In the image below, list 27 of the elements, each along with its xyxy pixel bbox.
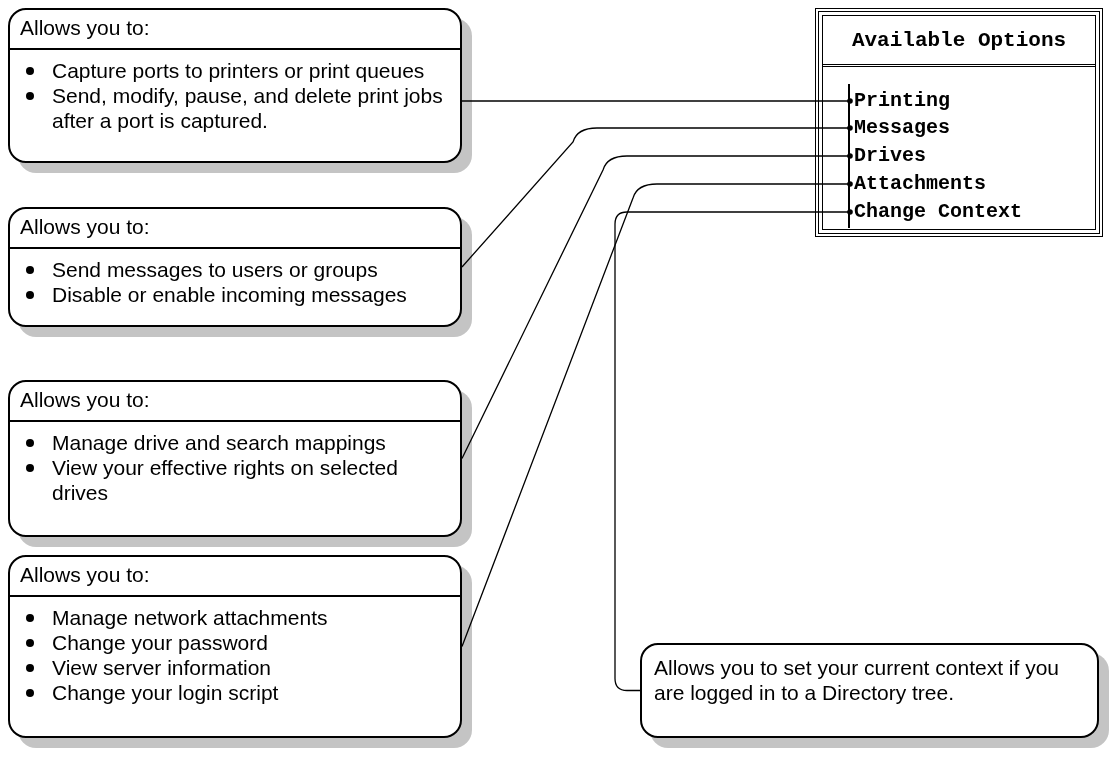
leader-line [461, 125, 853, 268]
menu-window [815, 8, 1103, 237]
bullet-item: Disable or enable incoming messages [52, 282, 408, 307]
callout-heading: Allows you to: [10, 10, 460, 50]
menu-item: Change Context [854, 199, 1023, 225]
leader-line [461, 153, 853, 460]
bullet-item: Manage drive and search mappings [52, 430, 387, 455]
menu-item: Messages [854, 115, 950, 141]
bullet-item: View server information [52, 655, 273, 680]
menu-item: Attachments [854, 171, 987, 197]
menu-item: Printing [854, 88, 950, 114]
callout-text: Allows you to set your current context if you are logged in to a Directory tree. [653, 655, 1061, 706]
menu-title: Available Options [823, 16, 1095, 67]
callout-heading: Allows you to: [10, 557, 460, 597]
bullet-item: Change your password [52, 630, 269, 655]
bullet-item: Send, modify, pause, and delete print jobs after a port is captured. [52, 83, 444, 133]
bullet-item: View your effective rights on selected drives [52, 455, 399, 505]
bullet-item: Manage network attachments [52, 605, 329, 630]
leader-line [461, 181, 853, 648]
leader-line [614, 209, 853, 692]
leader-line [461, 98, 853, 104]
callout-heading: Allows you to: [10, 382, 460, 422]
bullet-item: Send messages to users or groups [52, 257, 379, 282]
bullet-item: Change your login script [52, 680, 280, 705]
menu-item: Drives [854, 143, 926, 169]
bullet-item: Capture ports to printers or print queues [52, 58, 426, 83]
callout-heading: Allows you to: [10, 209, 460, 249]
